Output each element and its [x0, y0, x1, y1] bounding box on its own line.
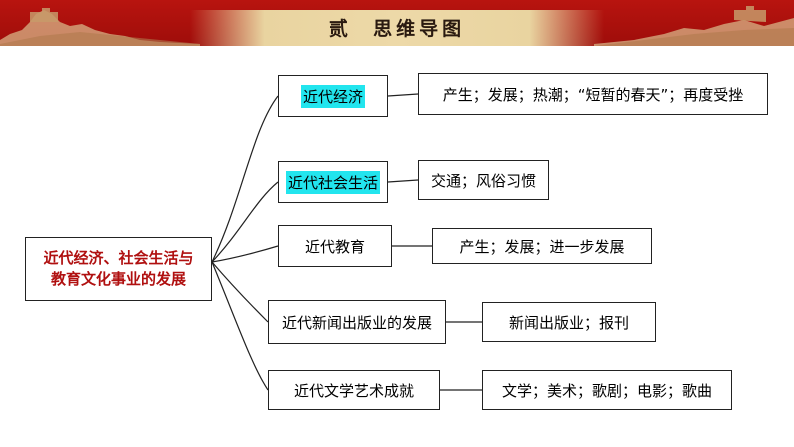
branch-label-arts: 近代文学艺术成就 [293, 381, 414, 400]
page-title: 贰 思维导图 [328, 18, 466, 40]
great-wall-left-icon [0, 8, 200, 46]
detail-label-education: 产生；发展；进一步发展 [459, 237, 625, 256]
connector-economy-detail [387, 93, 419, 97]
detail-label-press: 新闻出版业；报刊 [508, 313, 629, 332]
detail-label-society: 交通；风俗习惯 [430, 171, 536, 190]
branch-node-society: 近代社会生活 [278, 161, 388, 203]
branch-label-economy: 近代经济 [300, 84, 365, 108]
detail-node-education: 产生；发展；进一步发展 [432, 228, 652, 264]
great-wall-right-icon [594, 6, 794, 46]
branch-label-education: 近代教育 [304, 237, 365, 256]
detail-node-arts: 文学；美术；歌剧；电影；歌曲 [482, 370, 732, 410]
connector-root-press [211, 261, 269, 323]
detail-label-economy: 产生；发展；热潮；“短暂的春天”；再度受挫 [442, 85, 744, 104]
connector-root-economy [211, 95, 279, 263]
detail-node-society: 交通；风俗习惯 [418, 160, 549, 200]
branch-node-education: 近代教育 [278, 225, 392, 267]
branch-node-arts: 近代文学艺术成就 [268, 370, 440, 410]
detail-label-arts: 文学；美术；歌剧；电影；歌曲 [501, 381, 712, 400]
header-banner: 贰 思维导图 [0, 0, 794, 46]
header-title-band [190, 10, 604, 46]
detail-node-press: 新闻出版业；报刊 [482, 302, 656, 342]
branch-node-economy: 近代经济 [278, 75, 388, 117]
branch-label-press: 近代新闻出版业的发展 [281, 313, 432, 332]
connector-root-arts [211, 261, 269, 391]
root-line-1: 近代经济、社会生活与 [43, 249, 194, 267]
detail-node-economy: 产生；发展；热潮；“短暂的春天”；再度受挫 [418, 73, 768, 115]
branch-node-press: 近代新闻出版业的发展 [268, 300, 446, 344]
branch-label-society: 近代社会生活 [285, 170, 380, 194]
connector-society-detail [387, 179, 419, 183]
root-line-2: 教育文化事业的发展 [50, 270, 186, 288]
root-node: 近代经济、社会生活与 教育文化事业的发展 [25, 237, 212, 301]
connector-root-education [211, 245, 279, 263]
connector-root-society [211, 181, 279, 263]
